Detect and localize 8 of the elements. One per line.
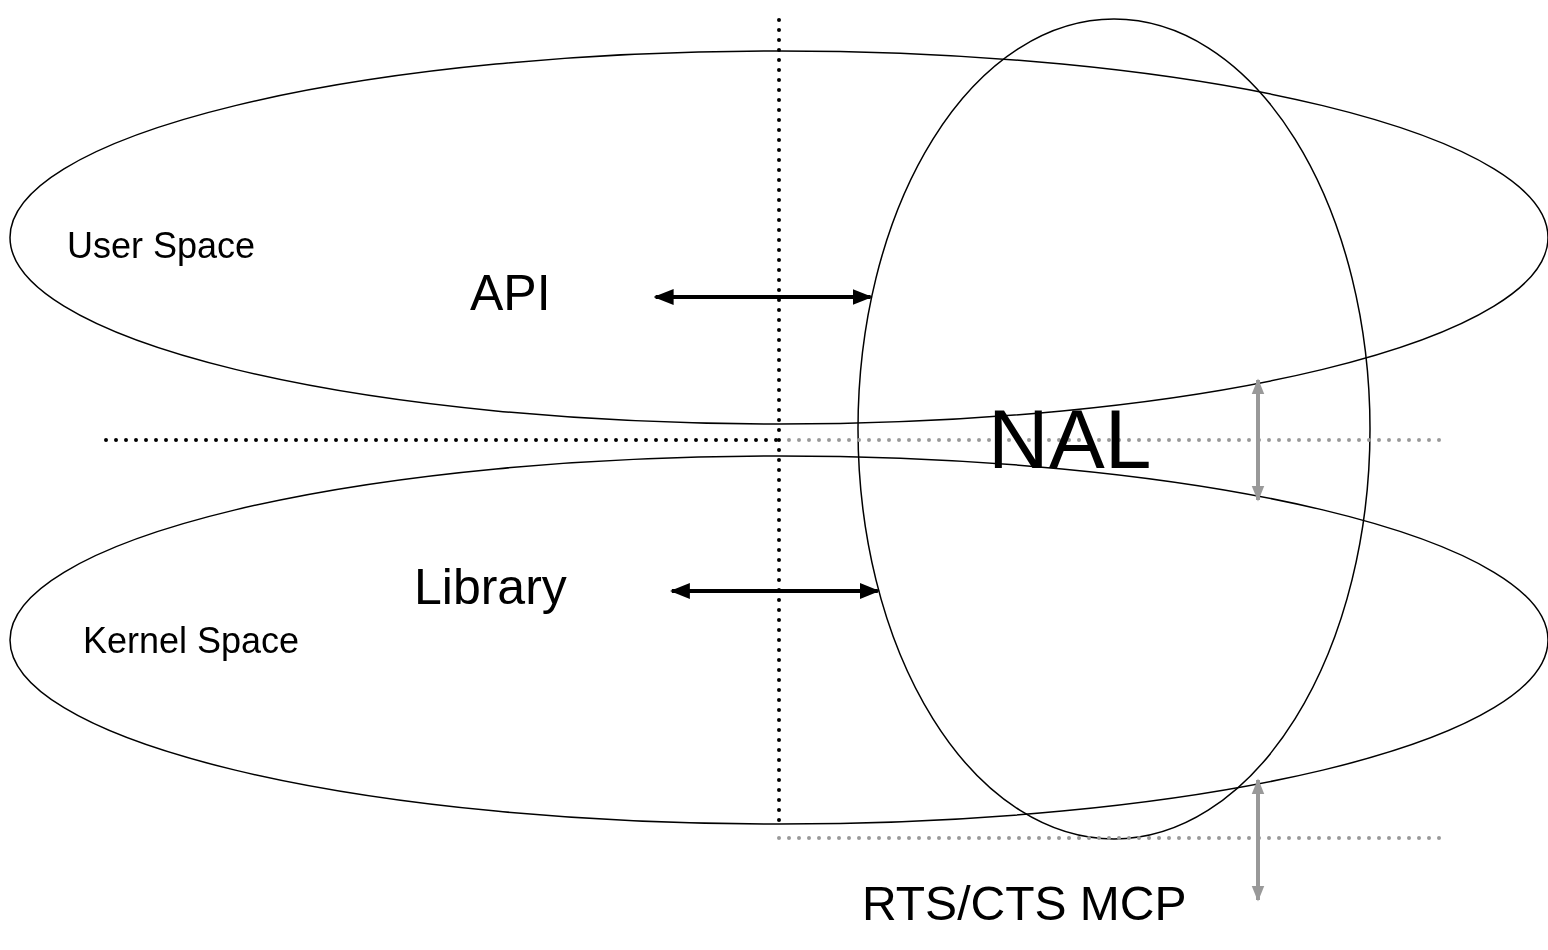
protocol-label: RTS/CTS MCP	[862, 880, 1187, 928]
region-label: Kernel Space	[83, 623, 300, 659]
region-label: User Space	[67, 228, 256, 264]
interface-label: Library	[414, 562, 567, 612]
interface-label: API	[470, 268, 551, 318]
region-label: NAL	[988, 397, 1152, 481]
double-arrow	[653, 289, 873, 305]
double-arrow	[669, 583, 880, 599]
